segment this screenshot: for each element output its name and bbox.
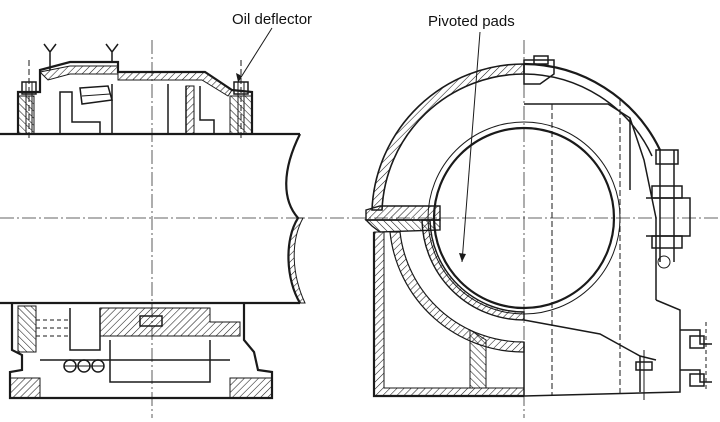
- bearing-housing-lower: [372, 231, 525, 398]
- wing-nut-right: [105, 43, 119, 62]
- pivoted-pads-label: Pivoted pads: [428, 13, 515, 30]
- wing-nut-left: [43, 43, 57, 70]
- journal: [432, 126, 616, 310]
- oil-deflector-label: Oil deflector: [232, 11, 312, 28]
- pivoted-pad-lower: [421, 219, 525, 321]
- upper-housing-cap: [16, 43, 254, 140]
- housing-exterior-right: [523, 100, 712, 400]
- split-bolt-nut-top: [651, 185, 683, 199]
- oil-deflector-leader: [237, 27, 273, 83]
- bearing-cap-outer: [371, 55, 661, 211]
- lower-housing-pedestal: [8, 303, 274, 400]
- pivoted-pads-leader: [461, 31, 481, 263]
- shaft: [0, 132, 306, 305]
- cross-section-view: Pivoted pads: [352, 13, 720, 418]
- longitudinal-section-view: Oil deflector: [0, 11, 352, 418]
